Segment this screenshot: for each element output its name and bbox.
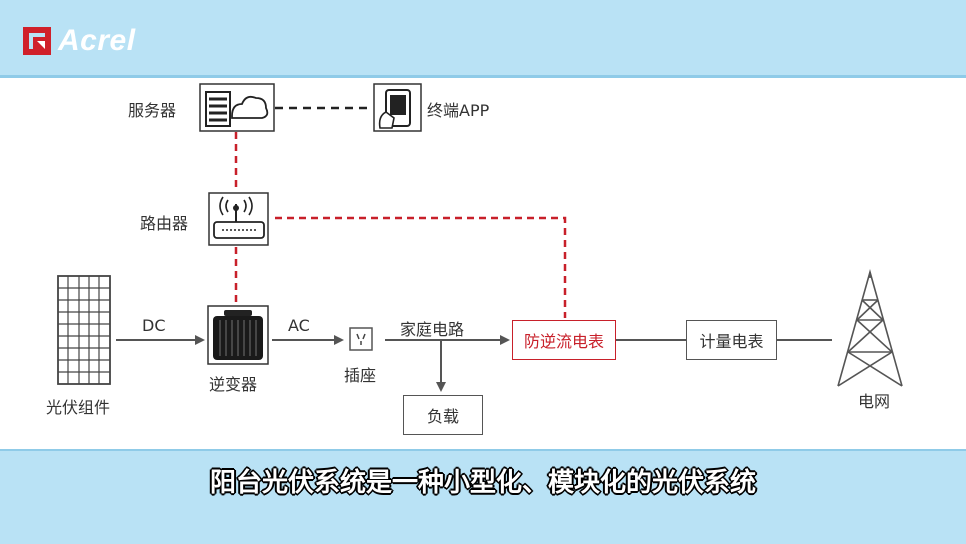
grid-tower-icon: [837, 269, 903, 387]
home-circuit-label: 家庭电路: [400, 320, 465, 339]
caption-bar: [0, 449, 966, 544]
grid-label: 电网: [858, 392, 891, 411]
router-meter-link: [275, 216, 567, 318]
anti-reverse-meter-label: 防逆流电表: [523, 332, 604, 351]
phone-app-icon: [373, 83, 422, 132]
inverter-icon: [207, 305, 269, 365]
load-box: 负载: [403, 395, 483, 435]
brand-logo: Acrel: [22, 24, 136, 58]
caption-text: 阳台光伏系统是一种小型化、模块化的光伏系统: [209, 468, 756, 498]
router-icon: [208, 192, 269, 246]
metering-meter-label: 计量电表: [699, 332, 764, 351]
brand-name: Acrel: [58, 24, 136, 57]
metering-meter-box: 计量电表: [686, 320, 777, 360]
dc-label: DC: [142, 316, 166, 335]
inverter-label: 逆变器: [209, 375, 258, 394]
socket-label: 插座: [344, 366, 377, 385]
router-label: 路由器: [140, 214, 189, 233]
header-bar: [0, 0, 966, 78]
app-label: 终端APP: [427, 101, 490, 120]
pv-panel-icon: [57, 275, 111, 385]
socket-icon: [349, 327, 373, 351]
ac-label: AC: [288, 316, 310, 335]
caption-divider: [0, 449, 966, 451]
server-icon: [199, 83, 275, 132]
pv-module-label: 光伏组件: [46, 398, 111, 417]
header-divider: [0, 75, 966, 78]
acrel-logo-icon: [23, 27, 51, 55]
server-label: 服务器: [128, 101, 177, 120]
anti-reverse-meter-box: 防逆流电表: [512, 320, 616, 360]
load-label: 负载: [426, 407, 459, 426]
